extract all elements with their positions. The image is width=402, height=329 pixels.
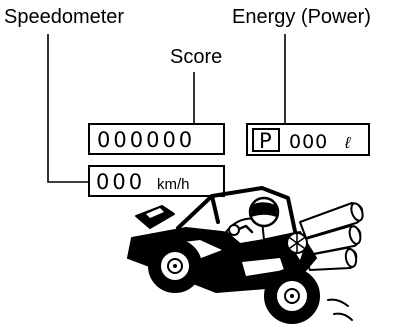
- energy-digits: 000: [289, 131, 328, 153]
- front-bumper: [135, 205, 175, 229]
- speed-unit: km/h: [157, 176, 190, 193]
- rear-wheel: [264, 268, 320, 324]
- speedometer-label: Speedometer: [4, 6, 124, 28]
- front-wheel: [148, 239, 202, 293]
- score-box: [88, 123, 225, 155]
- roll-cage: [176, 186, 298, 238]
- steering-wheel-icon: [228, 224, 240, 236]
- score-panel: 000000: [88, 123, 225, 155]
- buggy-illustration: [127, 186, 364, 324]
- energy-badge-box: [252, 128, 280, 152]
- speed-digits: 000: [96, 170, 145, 194]
- speed-box: [88, 165, 225, 197]
- energy-panel: P 000 ℓ: [246, 123, 370, 156]
- driver: [225, 196, 308, 254]
- leader-lines: [47, 34, 286, 183]
- speedometer-leader: [47, 34, 90, 183]
- energy-badge: P: [259, 129, 272, 153]
- motion-marks: [327, 298, 353, 321]
- speed-panel: 000 km/h: [88, 165, 225, 197]
- energy-unit: ℓ: [344, 135, 351, 152]
- energy-label: Energy (Power): [232, 6, 371, 28]
- score-label: Score: [170, 46, 222, 68]
- score-digits: 000000: [97, 128, 195, 152]
- exhaust-pipes: [299, 202, 364, 271]
